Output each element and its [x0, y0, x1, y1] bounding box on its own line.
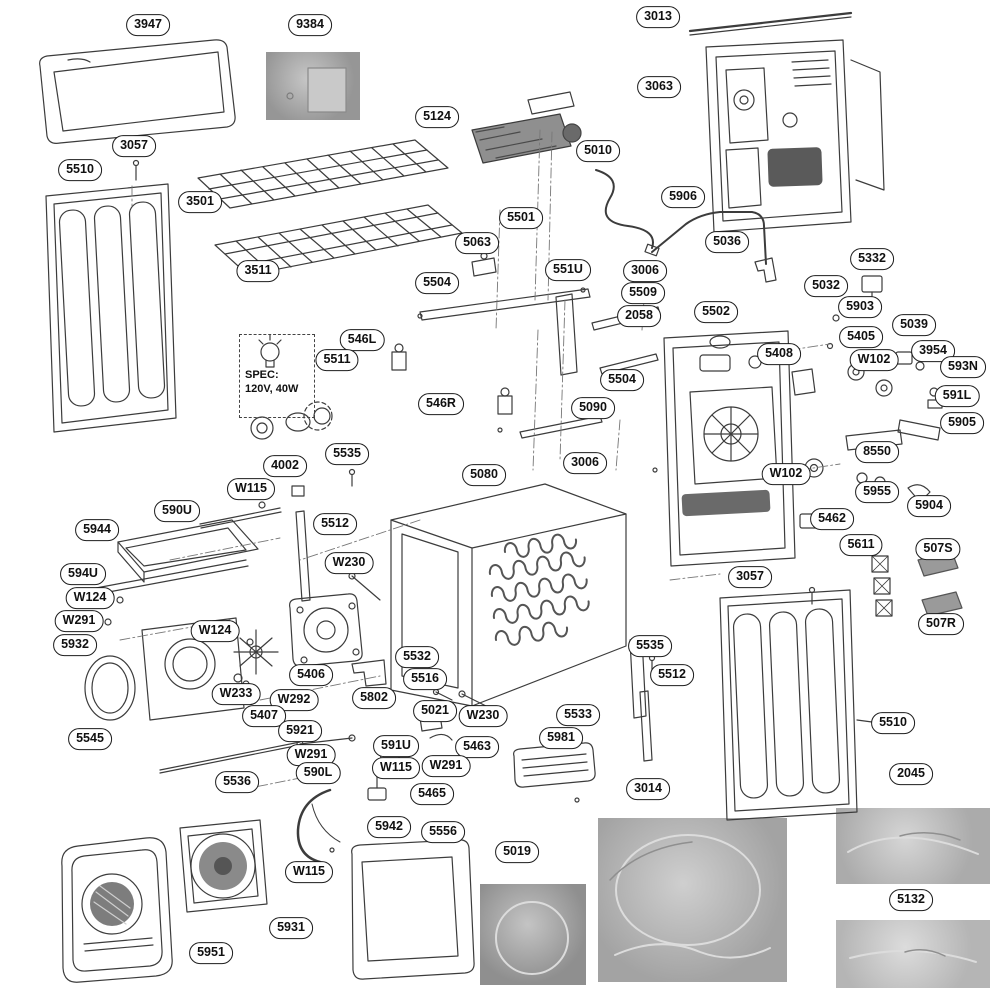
part-label-5010[interactable]: 5010	[576, 140, 620, 162]
part-label-3511[interactable]: 3511	[236, 260, 280, 282]
part-label-3014[interactable]: 3014	[626, 778, 670, 800]
part-label-5516[interactable]: 5516	[403, 668, 447, 690]
part-label-5904[interactable]: 5904	[907, 495, 951, 517]
part-label-3057[interactable]: 3057	[112, 135, 156, 157]
part-label-3501[interactable]: 3501	[178, 191, 222, 213]
part-label-w291[interactable]: W291	[54, 610, 104, 632]
part-label-3057[interactable]: 3057	[728, 566, 772, 588]
part-label-w230[interactable]: W230	[324, 552, 374, 574]
part-label-5532[interactable]: 5532	[395, 646, 439, 668]
part-label-5944[interactable]: 5944	[75, 519, 119, 541]
part-label-w115[interactable]: W115	[227, 478, 275, 500]
part-label-5921[interactable]: 5921	[278, 720, 322, 742]
part-label-591l[interactable]: 591L	[934, 385, 980, 407]
part-label-5021[interactable]: 5021	[413, 700, 457, 722]
part-label-w102[interactable]: W102	[761, 463, 811, 485]
part-label-w124[interactable]: W124	[65, 587, 115, 609]
part-label-w291[interactable]: W291	[286, 744, 336, 766]
part-label-5504[interactable]: 5504	[415, 272, 459, 294]
part-label-w233[interactable]: W233	[211, 683, 261, 705]
part-label-5951[interactable]: 5951	[189, 942, 233, 964]
part-label-5512[interactable]: 5512	[650, 664, 694, 686]
part-label-5511[interactable]: 5511	[315, 349, 359, 371]
part-label-594u[interactable]: 594U	[60, 563, 106, 585]
part-label-546r[interactable]: 546R	[418, 393, 464, 415]
part-label-5533[interactable]: 5533	[556, 704, 600, 726]
part-label-w230[interactable]: W230	[458, 705, 508, 727]
part-label-5535[interactable]: 5535	[325, 443, 369, 465]
part-label-5462[interactable]: 5462	[810, 508, 854, 530]
part-label-5465[interactable]: 5465	[410, 783, 454, 805]
part-label-8550[interactable]: 8550	[855, 441, 899, 463]
part-label-5510[interactable]: 5510	[871, 712, 915, 734]
part-label-5032[interactable]: 5032	[804, 275, 848, 297]
part-label-5535[interactable]: 5535	[628, 635, 672, 657]
part-label-5556[interactable]: 5556	[421, 821, 465, 843]
part-label-3006[interactable]: 3006	[623, 260, 667, 282]
part-label-5512[interactable]: 5512	[313, 513, 357, 535]
part-label-5906[interactable]: 5906	[661, 186, 705, 208]
part-label-5463[interactable]: 5463	[455, 736, 499, 758]
part-label-5504[interactable]: 5504	[600, 369, 644, 391]
part-label-5063[interactable]: 5063	[455, 232, 499, 254]
part-label-5408[interactable]: 5408	[757, 343, 801, 365]
part-label-w292[interactable]: W292	[269, 689, 319, 711]
part-label-5019[interactable]: 5019	[495, 841, 539, 863]
part-label-w291[interactable]: W291	[421, 755, 471, 777]
part-label-w124[interactable]: W124	[190, 620, 240, 642]
part-label-5903[interactable]: 5903	[838, 296, 882, 318]
part-label-5124[interactable]: 5124	[415, 106, 459, 128]
part-label-5502[interactable]: 5502	[694, 301, 738, 323]
part-label-591u[interactable]: 591U	[373, 735, 419, 757]
part-label-w115[interactable]: W115	[285, 861, 333, 883]
part-label-5090[interactable]: 5090	[571, 397, 615, 419]
part-label-551u[interactable]: 551U	[545, 259, 591, 281]
part-label-5332[interactable]: 5332	[850, 248, 894, 270]
part-label-3063[interactable]: 3063	[637, 76, 681, 98]
part-label-590u[interactable]: 590U	[154, 500, 200, 522]
part-label-507r[interactable]: 507R	[918, 613, 964, 635]
part-label-5955[interactable]: 5955	[855, 481, 899, 503]
part-label-3947[interactable]: 3947	[126, 14, 170, 36]
part-label-507s[interactable]: 507S	[915, 538, 961, 560]
part-label-5132[interactable]: 5132	[889, 889, 933, 911]
part-label-5536[interactable]: 5536	[215, 771, 259, 793]
spec-note: SPEC: 120V, 40W	[239, 334, 315, 418]
part-label-5036[interactable]: 5036	[705, 231, 749, 253]
part-label-5407[interactable]: 5407	[242, 705, 286, 727]
part-label-593n[interactable]: 593N	[940, 356, 986, 378]
photo-inset-5132	[836, 920, 990, 988]
part-label-9384[interactable]: 9384	[288, 14, 332, 36]
part-label-546l[interactable]: 546L	[339, 329, 385, 351]
part-label-590l[interactable]: 590L	[295, 762, 341, 784]
part-label-w102[interactable]: W102	[849, 349, 899, 371]
part-label-2045[interactable]: 2045	[889, 763, 933, 785]
part-label-5510[interactable]: 5510	[58, 159, 102, 181]
part-label-5501[interactable]: 5501	[499, 207, 543, 229]
part-label-5611[interactable]: 5611	[839, 534, 883, 556]
part-label-5509[interactable]: 5509	[621, 282, 665, 304]
part-label-3006[interactable]: 3006	[563, 452, 607, 474]
part-label-5406[interactable]: 5406	[289, 664, 333, 686]
part-label-5981[interactable]: 5981	[539, 727, 583, 749]
part-label-2058[interactable]: 2058	[617, 305, 661, 327]
part-label-5080[interactable]: 5080	[462, 464, 506, 486]
spec-line2: 120V, 40W	[245, 383, 299, 396]
part-label-w115[interactable]: W115	[372, 757, 420, 779]
part-label-5905[interactable]: 5905	[940, 412, 984, 434]
part-label-5039[interactable]: 5039	[892, 314, 936, 336]
part-label-5405[interactable]: 5405	[839, 326, 883, 348]
spec-line1: SPEC:	[245, 369, 279, 381]
part-label-5931[interactable]: 5931	[269, 917, 313, 939]
part-label-5545[interactable]: 5545	[68, 728, 112, 750]
part-label-3954[interactable]: 3954	[911, 340, 955, 362]
part-label-4002[interactable]: 4002	[263, 455, 307, 477]
part-label-3013[interactable]: 3013	[636, 6, 680, 28]
part-label-5942[interactable]: 5942	[367, 816, 411, 838]
part-label-5932[interactable]: 5932	[53, 634, 97, 656]
part-label-5802[interactable]: 5802	[352, 687, 396, 709]
